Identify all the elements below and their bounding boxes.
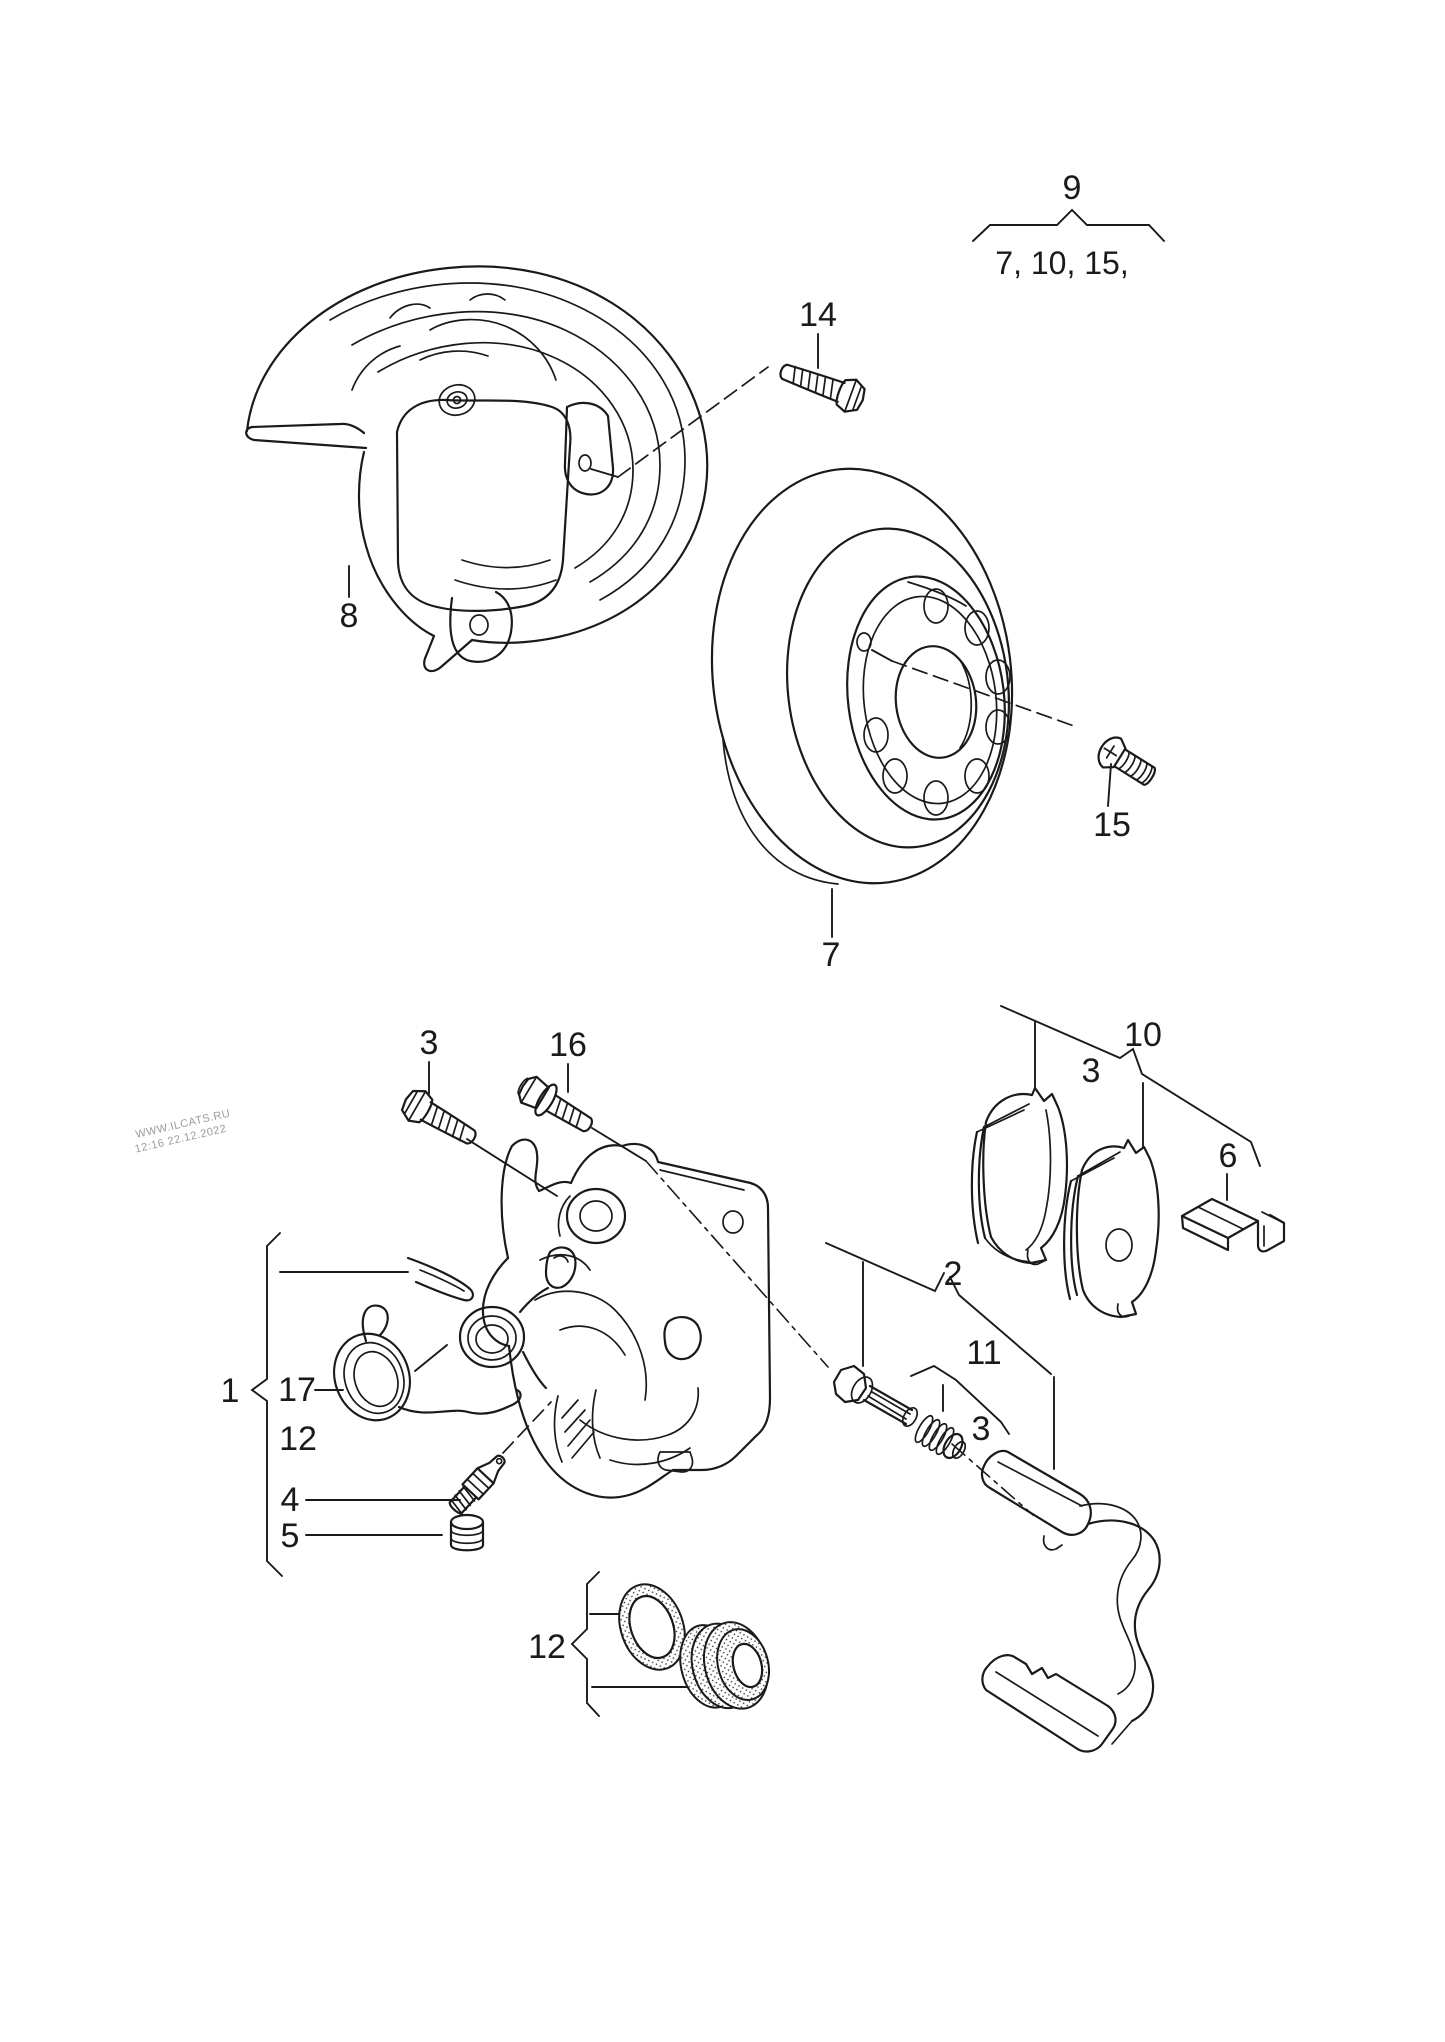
group-12-bracket — [570, 1571, 600, 1717]
piston-dust-boot — [679, 1621, 770, 1710]
group-10-bracket — [1000, 1005, 1261, 1167]
group-1-bracket — [250, 1232, 283, 1577]
guide-pin-axis — [645, 1160, 829, 1368]
callout-8: 8 — [340, 597, 359, 635]
shield-bolt-drawing: 14 — [590, 296, 866, 478]
callout-4: 4 — [281, 1481, 300, 1519]
bleeder-leader — [502, 1401, 552, 1454]
seal-kit-drawing: 12 — [528, 1571, 770, 1717]
callout-15: 15 — [1093, 806, 1131, 844]
shield-lower-tab — [449, 590, 513, 663]
callout-9: 9 — [1063, 169, 1082, 207]
shield-upper-boss — [438, 383, 476, 417]
caliper-bolt-drawing: 3 — [400, 1024, 558, 1197]
callout-3-bolt: 3 — [420, 1024, 439, 1062]
caliper-assembly-drawing: 3 16 — [221, 1024, 829, 1577]
screw-15-leader — [891, 660, 1075, 727]
callout-17: 17 — [278, 1371, 316, 1409]
shield-bolt-hole — [578, 454, 592, 472]
group-9-includes: 7, 10, 15, — [995, 245, 1128, 281]
callout-14: 14 — [799, 296, 837, 334]
callout-6: 6 — [1219, 1137, 1238, 1175]
callout-16: 16 — [549, 1026, 587, 1064]
guide-pin-boot — [914, 1414, 967, 1460]
brake-disc-drawing: 7 — [710, 467, 1014, 974]
bleeder-valve-drawing — [448, 1401, 552, 1515]
carrier-kit-drawing: 2 11 3 — [825, 1242, 1161, 1753]
group-11-bracket — [910, 1364, 1010, 1435]
guide-pin — [832, 1364, 919, 1428]
callout-7: 7 — [822, 936, 841, 974]
callout-12-caliper: 12 — [279, 1420, 317, 1458]
wear-clip-drawing: 6 — [1180, 1137, 1286, 1253]
splash-shield-drawing: 8 — [245, 265, 709, 673]
callout-5: 5 — [281, 1517, 300, 1555]
pad-inner — [970, 1086, 1069, 1266]
bolt-14-leader — [617, 366, 769, 478]
callout-3-pad: 3 — [1082, 1052, 1101, 1090]
spring-position-leader — [414, 1344, 448, 1372]
callout-2: 2 — [944, 1255, 963, 1293]
carrier-axis — [951, 1443, 1034, 1516]
caliper-pin-boss — [565, 1187, 627, 1245]
callout-12-seals: 12 — [528, 1628, 566, 1666]
reference-group-9: 9 7, 10, 15, — [972, 169, 1165, 281]
caliper-body — [481, 1138, 772, 1499]
shield-side-flange — [563, 401, 615, 496]
bleeder-cap-drawing — [449, 1513, 485, 1552]
group-2-bracket — [825, 1242, 1052, 1375]
brake-pads-drawing: 10 3 6 — [970, 1005, 1286, 1319]
callout-11: 11 — [966, 1334, 1001, 1372]
parking-brake-lever — [406, 1246, 577, 1302]
disc-center-bore — [894, 645, 978, 759]
disc-setscrew-hole — [856, 632, 872, 652]
piston-seal-ring — [618, 1583, 686, 1671]
callout-10: 10 — [1124, 1016, 1162, 1054]
watermark: WWW.ILCATS.RU 12:16 22.12.2022 — [134, 1108, 232, 1156]
guide-bolt-drawing: 16 — [517, 1026, 829, 1368]
carrier-bracket — [980, 1449, 1161, 1753]
callout-1: 1 — [221, 1372, 240, 1410]
installed-return-spring — [458, 1286, 550, 1390]
disc-lug-holes — [863, 588, 1011, 816]
pad-outer — [1063, 1138, 1160, 1319]
return-spring-drawing — [333, 1304, 522, 1422]
callout-15-leader — [1107, 763, 1112, 807]
group-9-bracket — [972, 208, 1165, 242]
callout-3-boot: 3 — [972, 1410, 991, 1448]
disc-screw-drawing: 15 — [871, 649, 1156, 844]
